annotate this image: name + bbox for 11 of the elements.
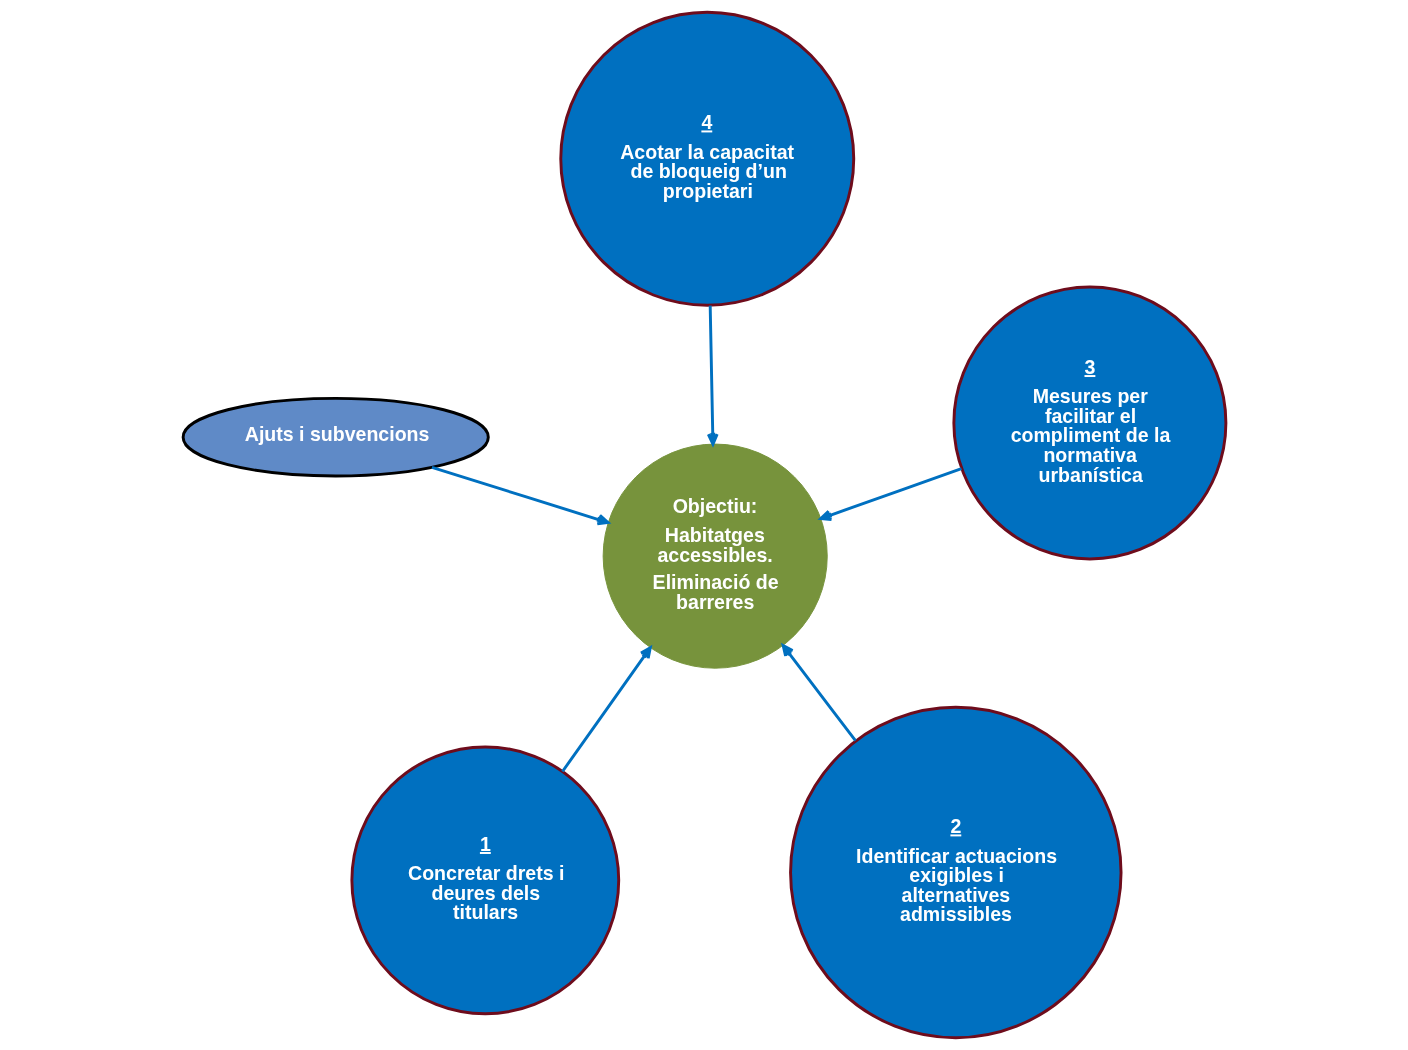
arrow	[818, 467, 962, 521]
node-circle: 4 Acotar la capacitat de bloqueig d’un propietari	[558, 10, 855, 307]
arrow	[560, 646, 652, 773]
arrow	[431, 465, 609, 526]
node-circle: Objectiu: Habitatges accessibles. Eliminació de barreres	[602, 443, 828, 669]
node-circle: 2 Identificar actuacions exigibles i alternatives admissibles	[788, 705, 1122, 1040]
node-circle: 3 Mesures per facilitar el compliment de la normativa urbanística	[951, 285, 1227, 561]
node-circle: 1 Concretar drets i deures dels titulars	[349, 745, 620, 1016]
arrow	[781, 644, 857, 742]
node-ellipse: Ajuts i subvencions	[181, 396, 490, 478]
arrow	[706, 305, 719, 446]
